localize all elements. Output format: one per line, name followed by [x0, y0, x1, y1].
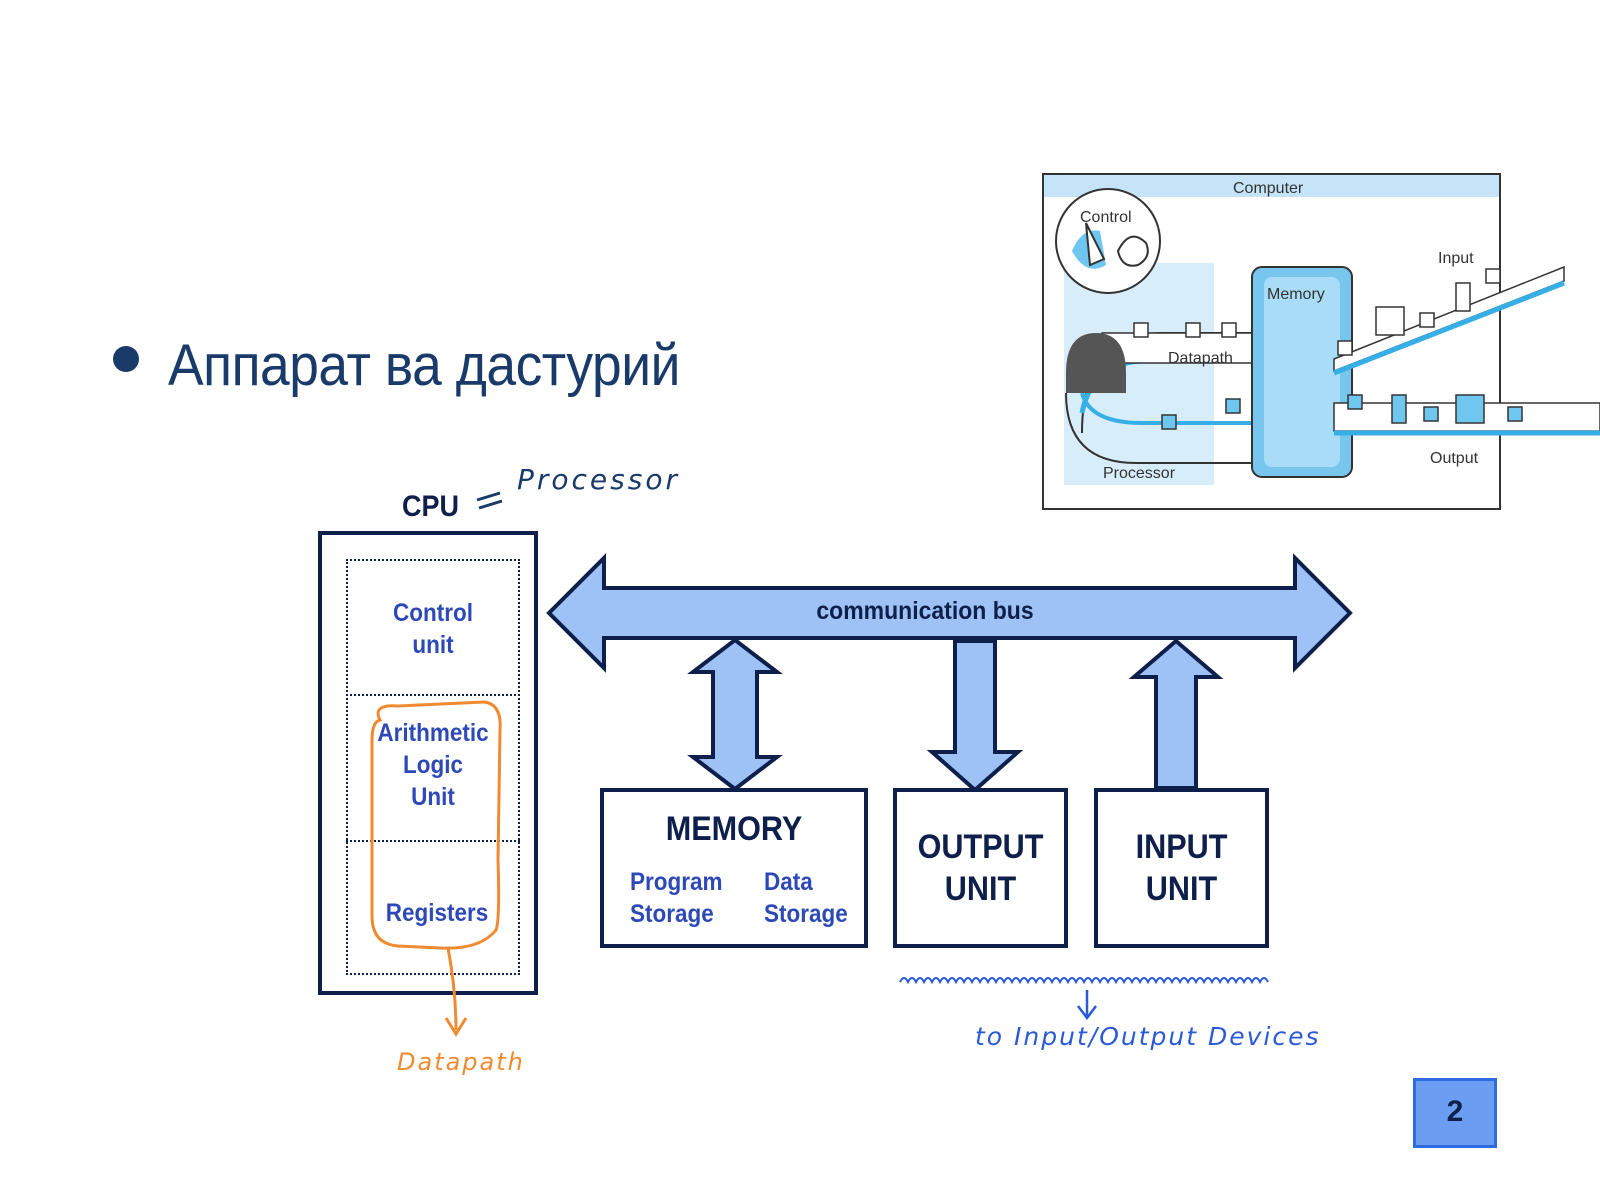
datapath-loop	[370, 700, 502, 950]
figure-input-label: Input	[1438, 250, 1474, 267]
output-unit-line1: OUTPUT	[917, 828, 1044, 866]
computer-figure-graphic	[1044, 175, 1600, 485]
output-bus-arrow	[926, 639, 1024, 793]
figure-control-label: Control	[1080, 209, 1132, 226]
input-unit-line2: UNIT	[1145, 870, 1218, 908]
cpu-separator	[346, 840, 520, 842]
input-unit-box	[1094, 788, 1269, 948]
io-arrow	[1077, 990, 1097, 1021]
megaphone-icon	[1085, 222, 1106, 267]
cpu-separator	[346, 694, 520, 696]
datapath-pipe-icon	[1066, 333, 1126, 393]
data-storage-line2: Storage	[764, 900, 848, 928]
control-circle	[1055, 188, 1161, 294]
figure-output-label: Output	[1430, 450, 1479, 467]
control-unit-label: Control unit	[393, 599, 473, 659]
equals-mark	[476, 491, 503, 510]
alu-label-line2: Logic	[402, 751, 463, 779]
input-unit-line1: INPUT	[1135, 828, 1228, 866]
alu-label-line3: Unit	[411, 783, 455, 811]
memory-inner	[1264, 277, 1340, 467]
datapath-arrow	[444, 947, 468, 1037]
communication-bus-label: communication bus	[816, 597, 1034, 625]
page-number: 2	[1413, 1078, 1497, 1148]
figure-memory-label: Memory	[1267, 286, 1325, 303]
computer-header-bar	[1044, 175, 1499, 197]
speech-icon	[1116, 235, 1149, 267]
datapath-annotation: Datapath	[397, 1048, 525, 1076]
figure-datapath-label: Datapath	[1168, 350, 1233, 367]
datapath-lower-track	[1065, 392, 1306, 464]
data-storage-line1: Data	[764, 868, 813, 896]
memory-box	[600, 788, 868, 948]
bullet-dot	[113, 346, 139, 372]
input-blue-line	[1333, 280, 1565, 376]
cpu-box	[318, 531, 538, 995]
cpu-label: CPU	[402, 490, 460, 523]
figure-computer-label: Computer	[1233, 180, 1304, 197]
output-unit-line2: UNIT	[944, 870, 1017, 908]
program-storage-line2: Storage	[630, 900, 714, 928]
processor-annotation: Processor	[517, 463, 680, 496]
input-track	[1333, 265, 1565, 373]
cpu-inner-dotted	[346, 559, 520, 975]
memory-title: MEMORY	[665, 810, 803, 848]
output-unit-box	[893, 788, 1068, 948]
communication-bus-arrow	[546, 553, 1353, 673]
registers-label: Registers	[385, 899, 489, 927]
io-devices-annotation: to Input/Output Devices	[975, 1022, 1321, 1051]
datapath-lower-blue-track	[1080, 392, 1302, 425]
io-squiggle	[899, 977, 1269, 985]
alu-label-line1: Arithmetic	[377, 719, 489, 747]
slide-bullet-text: Аппарат ва дастурий	[168, 333, 680, 398]
figure-processor-label: Processor	[1103, 465, 1176, 482]
program-storage-line1: Program	[630, 868, 723, 896]
